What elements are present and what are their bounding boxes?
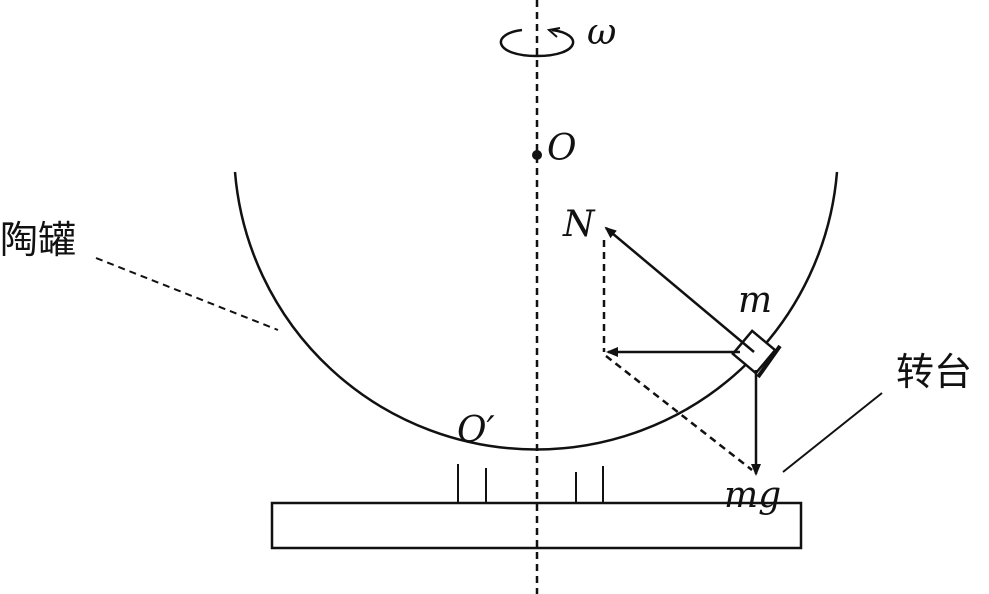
rotation-arrow-icon <box>546 27 561 38</box>
normal-force-label: N <box>562 204 596 245</box>
turntable-label: 转台 <box>896 350 972 394</box>
rotation-indicator-icon <box>499 28 575 58</box>
normal-force-arrow <box>604 226 755 353</box>
mass-label: m <box>738 280 772 321</box>
jar-arc <box>233 171 839 451</box>
turntable-leader-line <box>782 392 883 473</box>
center-point <box>532 150 542 160</box>
weight-label: mg <box>724 475 781 516</box>
center-o-label: O <box>547 128 577 169</box>
turntable-platform <box>270 501 803 550</box>
resultant-dashed <box>605 355 753 471</box>
jar-label: 陶罐 <box>0 218 76 262</box>
jar-leader-line <box>95 257 279 331</box>
omega-label: ω <box>587 12 616 53</box>
contact-surface <box>756 344 782 379</box>
bottom-o-label: O′ <box>457 410 495 451</box>
